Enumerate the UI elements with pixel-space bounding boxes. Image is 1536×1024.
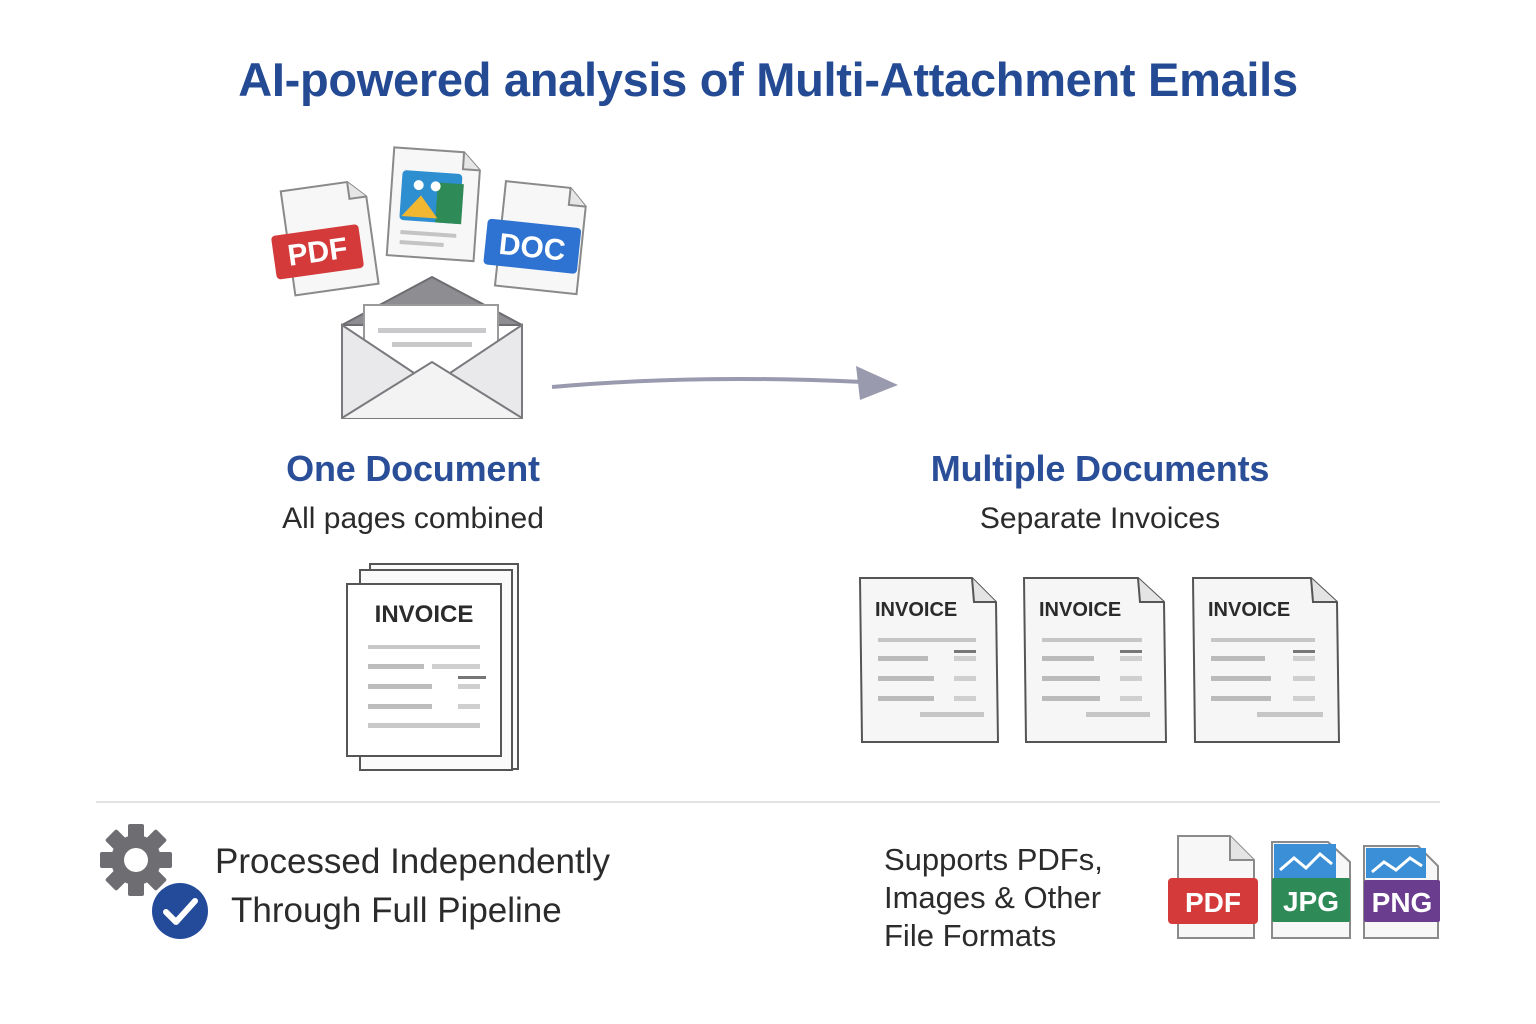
processing-icon (100, 824, 211, 942)
doc-badge-label: DOC (497, 228, 567, 268)
arrow-right-icon (551, 366, 898, 400)
invoice-label: INVOICE (1039, 599, 1121, 621)
invoice-doc-3: INVOICE (1191, 577, 1341, 743)
processed-text: Processed Independently Through Full Pip… (215, 837, 775, 935)
format-badges: PDF JPG PNG (1168, 835, 1440, 939)
section-divider (96, 801, 1440, 803)
png-format-icon: PNG (1363, 845, 1440, 939)
doc-file-icon: DOC (483, 180, 587, 296)
email-envelope-icon (341, 275, 523, 419)
invoice-label: INVOICE (875, 599, 957, 621)
processed-line-2: Through Full Pipeline (231, 891, 562, 930)
email-attachments-illustration: PDF DOC (271, 146, 587, 419)
formats-line-1: Supports PDFs, (884, 842, 1103, 877)
pdf-format-label: PDF (1185, 887, 1241, 918)
page-title: AI-powered analysis of Multi-Attachment … (238, 53, 1298, 106)
formats-line-3: File Formats (884, 918, 1057, 953)
multiple-documents-subheading: Separate Invoices (979, 502, 1221, 535)
invoice-label: INVOICE (375, 601, 474, 628)
invoice-label: INVOICE (1208, 599, 1290, 621)
separate-invoices: INVOICE INVOICE INVOICE (858, 577, 1341, 743)
invoice-doc-1: INVOICE (858, 577, 1000, 743)
one-document-heading: One Document (286, 448, 540, 489)
supported-formats-text: Supports PDFs, Images & Other File Forma… (884, 841, 1164, 955)
processed-line-1: Processed Independently (215, 842, 610, 881)
combined-invoice-stack: INVOICE (346, 563, 519, 771)
jpg-format-label: JPG (1283, 886, 1339, 917)
formats-line-2: Images & Other (884, 880, 1102, 915)
pdf-file-icon: PDF (271, 181, 380, 297)
checkmark-icon (149, 880, 211, 942)
invoice-doc-2: INVOICE (1022, 577, 1168, 743)
pdf-format-icon: PDF (1168, 835, 1258, 939)
image-file-icon (385, 146, 481, 263)
jpg-format-icon: JPG (1271, 841, 1351, 939)
multiple-documents-heading: Multiple Documents (930, 448, 1270, 489)
gear-icon (100, 824, 172, 896)
png-format-label: PNG (1372, 887, 1433, 918)
one-document-subheading: All pages combined (282, 502, 544, 535)
